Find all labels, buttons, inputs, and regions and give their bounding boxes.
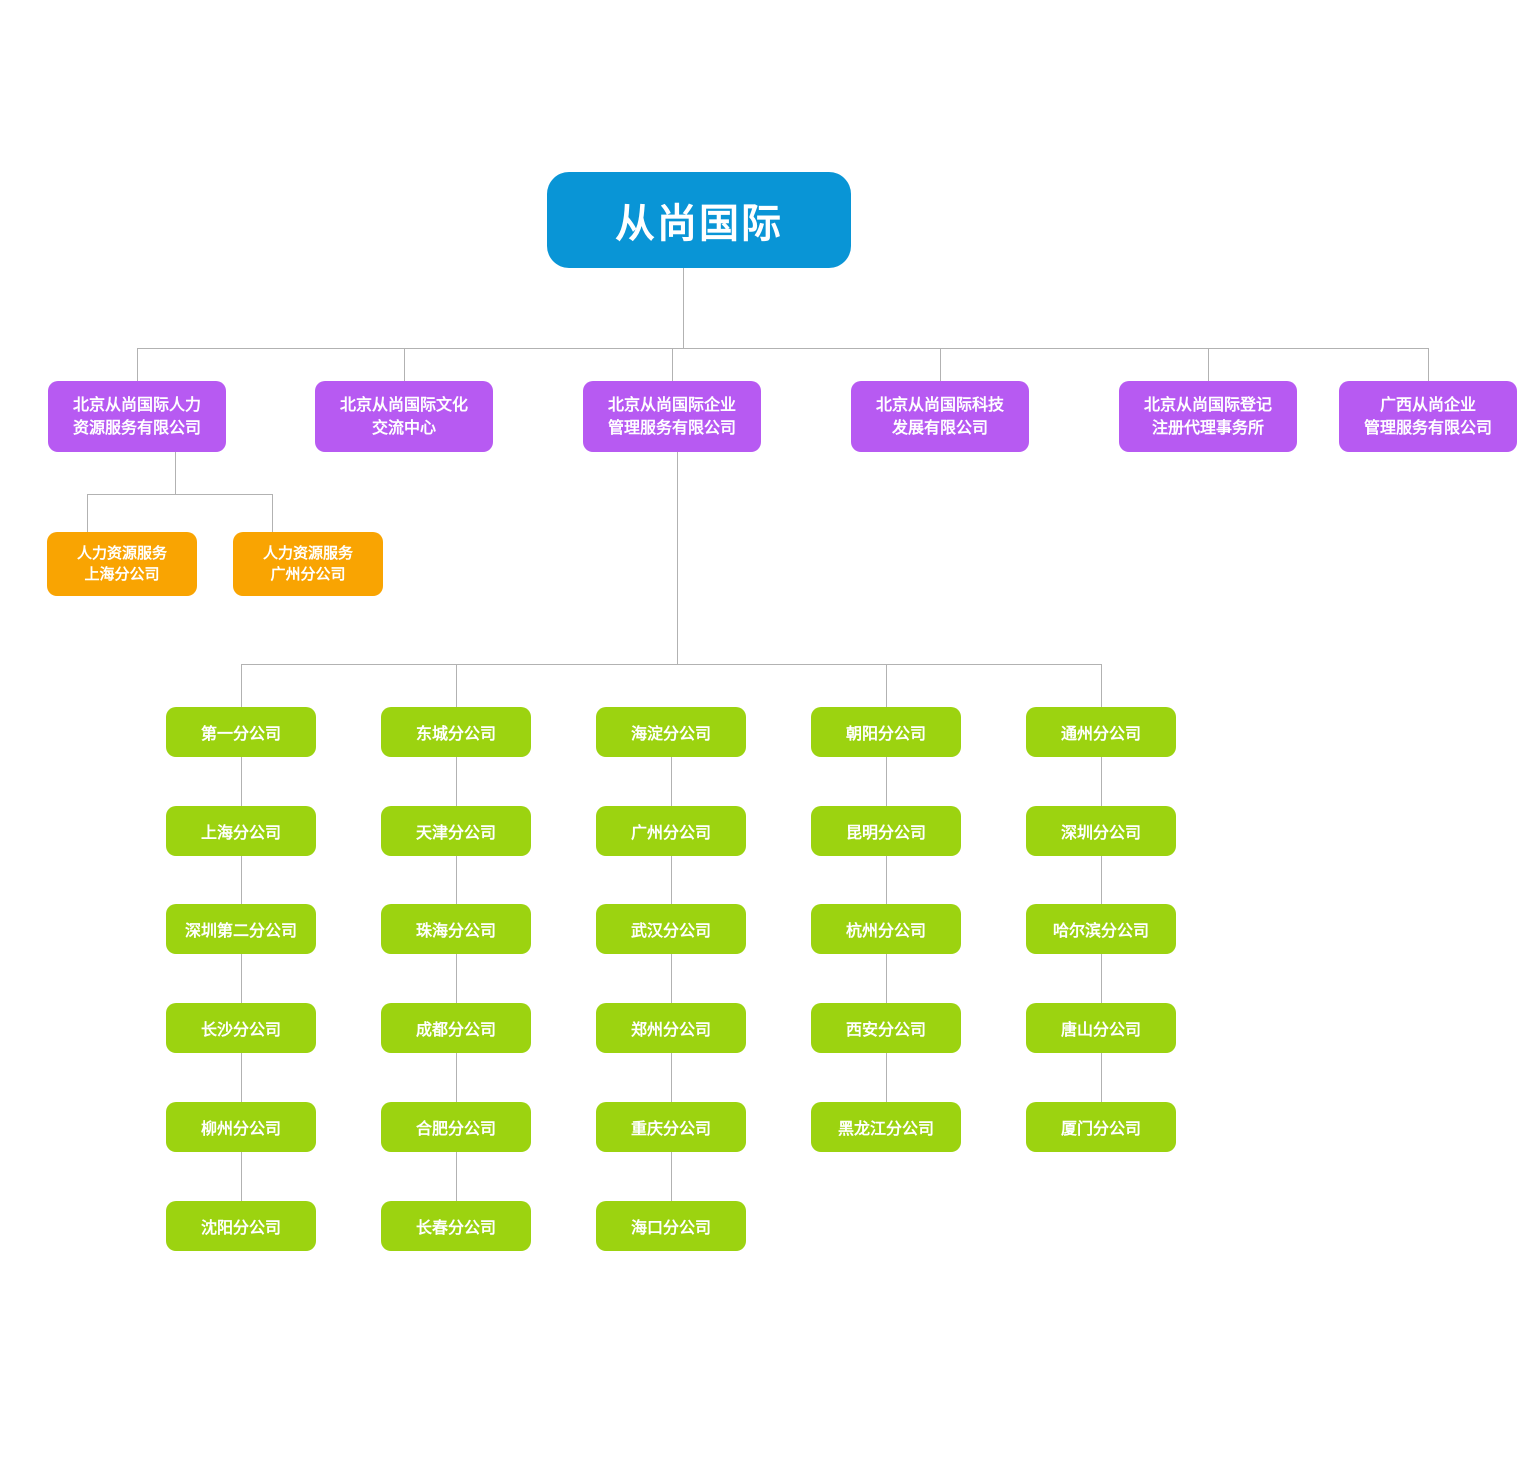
connector-line [671,1053,672,1102]
org-branch-node: 哈尔滨分公司 [1026,904,1176,954]
connector-line [87,494,272,495]
connector-line [241,1053,242,1102]
connector-line [456,757,457,806]
org-branch-node: 黑龙江分公司 [811,1102,961,1152]
org-company-node: 北京从尚国际人力 资源服务有限公司 [48,381,226,452]
connector-line [404,348,405,381]
org-branch-node: 海淀分公司 [596,707,746,757]
connector-line [272,494,273,532]
connector-line [137,348,138,381]
org-hr-branch-node: 人力资源服务 上海分公司 [47,532,197,596]
org-company-node: 北京从尚国际登记 注册代理事务所 [1119,381,1297,452]
connector-line [1101,757,1102,806]
org-branch-node: 上海分公司 [166,806,316,856]
connector-line [671,856,672,904]
org-branch-node: 珠海分公司 [381,904,531,954]
connector-line [671,757,672,806]
connector-line [672,348,673,381]
org-branch-node: 通州分公司 [1026,707,1176,757]
org-branch-node: 长春分公司 [381,1201,531,1251]
connector-line [886,856,887,904]
org-company-node: 北京从尚国际企业 管理服务有限公司 [583,381,761,452]
connector-line [241,954,242,1003]
connector-line [886,664,887,707]
org-branch-node: 杭州分公司 [811,904,961,954]
org-branch-node: 成都分公司 [381,1003,531,1053]
org-branch-node: 东城分公司 [381,707,531,757]
org-company-node: 广西从尚企业 管理服务有限公司 [1339,381,1517,452]
org-branch-node: 郑州分公司 [596,1003,746,1053]
org-branch-node: 第一分公司 [166,707,316,757]
connector-line [241,856,242,904]
org-branch-node: 昆明分公司 [811,806,961,856]
connector-line [137,348,1428,349]
connector-line [456,1053,457,1102]
org-branch-node: 深圳第二分公司 [166,904,316,954]
connector-line [1428,348,1429,381]
org-branch-node: 合肥分公司 [381,1102,531,1152]
org-branch-node: 柳州分公司 [166,1102,316,1152]
connector-line [683,268,684,348]
org-root-node: 从尚国际 [547,172,851,268]
org-branch-node: 海口分公司 [596,1201,746,1251]
org-branch-node: 长沙分公司 [166,1003,316,1053]
connector-line [241,757,242,806]
org-branch-node: 武汉分公司 [596,904,746,954]
org-branch-node: 厦门分公司 [1026,1102,1176,1152]
org-branch-node: 西安分公司 [811,1003,961,1053]
connector-line [886,757,887,806]
connector-line [1101,1053,1102,1102]
connector-line [886,954,887,1003]
connector-line [886,1053,887,1102]
org-branch-node: 广州分公司 [596,806,746,856]
org-branch-node: 唐山分公司 [1026,1003,1176,1053]
connector-line [456,954,457,1003]
org-company-node: 北京从尚国际科技 发展有限公司 [851,381,1029,452]
org-branch-node: 重庆分公司 [596,1102,746,1152]
connector-line [1208,348,1209,381]
connector-line [241,1152,242,1201]
org-hr-branch-node: 人力资源服务 广州分公司 [233,532,383,596]
connector-line [241,664,242,707]
connector-line [940,348,941,381]
connector-line [1101,954,1102,1003]
connector-line [1101,664,1102,707]
connector-line [671,1152,672,1201]
connector-line [175,452,176,494]
org-branch-node: 沈阳分公司 [166,1201,316,1251]
org-branch-node: 深圳分公司 [1026,806,1176,856]
connector-line [456,856,457,904]
connector-line [87,494,88,532]
connector-line [677,452,678,664]
org-branch-node: 天津分公司 [381,806,531,856]
connector-line [241,664,1101,665]
connector-line [456,1152,457,1201]
org-branch-node: 朝阳分公司 [811,707,961,757]
org-company-node: 北京从尚国际文化 交流中心 [315,381,493,452]
connector-line [1101,856,1102,904]
connector-line [456,664,457,707]
connector-line [671,954,672,1003]
